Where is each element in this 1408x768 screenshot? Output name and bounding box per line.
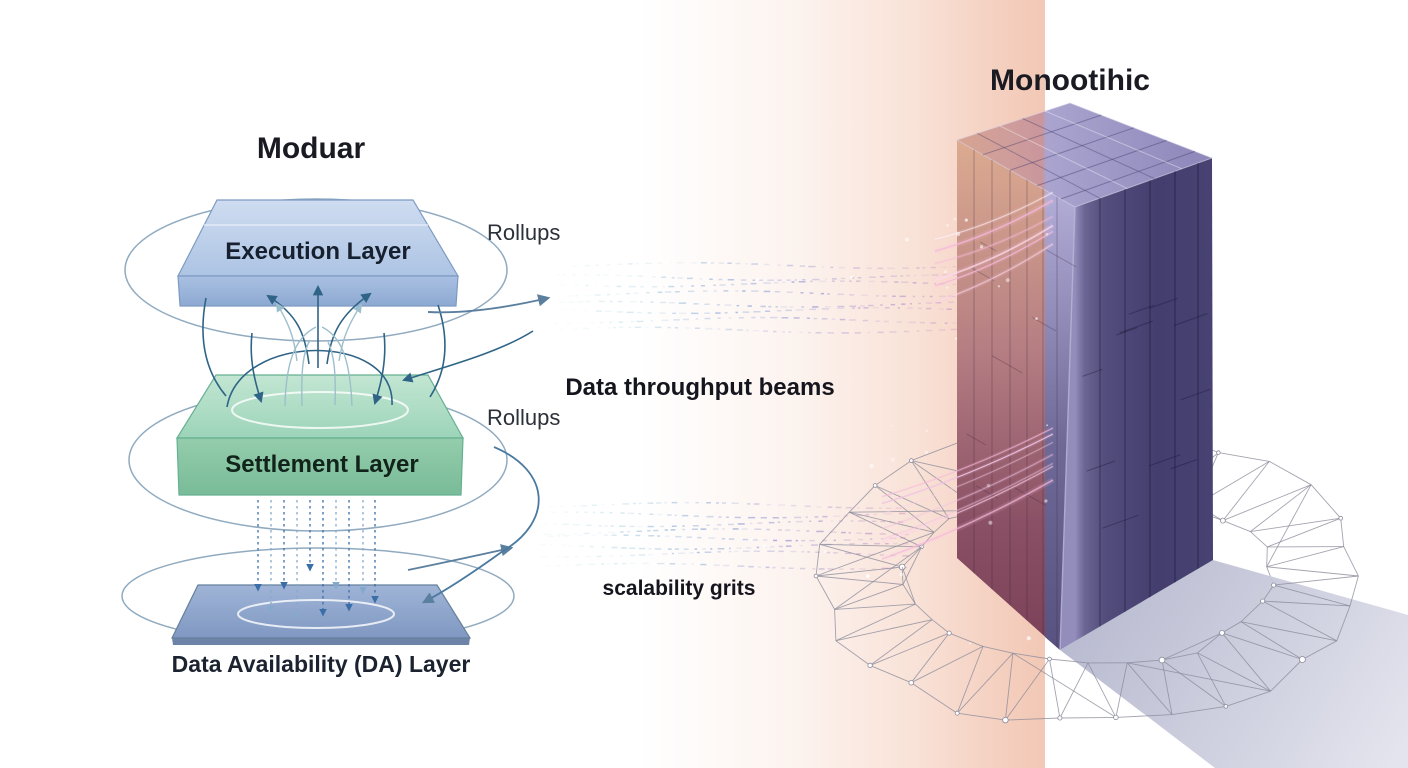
- rollup-arrows: [407, 294, 551, 604]
- sparkle-particles: [865, 217, 1049, 645]
- monolith-brick-texture: [966, 110, 1211, 648]
- da-layer-slab: [171, 584, 472, 645]
- monolithic-title: Monootihic: [990, 64, 1150, 97]
- settlement-layer-label: Settlement Layer: [225, 451, 419, 478]
- beam-impact-streaks: [881, 190, 1055, 562]
- execution-orbit-ellipse: [124, 198, 508, 342]
- scalability-grids-label: scalability grits: [602, 577, 756, 600]
- return-to-da-arrow: [421, 446, 540, 604]
- rollups-bottom-label: Rollups: [487, 405, 561, 430]
- monolith-tower: [955, 102, 1214, 651]
- da-layer-label: Data Availability (DA) Layer: [171, 651, 471, 677]
- rollups-top-label: Rollups: [487, 220, 561, 245]
- execution-layer-label: Execution Layer: [225, 238, 411, 265]
- monolith-front-edge-highlight: [1059, 206, 1076, 651]
- rollups-bottom-arrow: [407, 544, 514, 571]
- modular-stack-diagram: [121, 198, 551, 645]
- data-throughput-beams: [538, 260, 959, 570]
- interlayer-flow-arrows: [202, 284, 534, 408]
- wireframe-torus-front: [813, 546, 1359, 724]
- data-throughput-beams-label: Data throughput beams: [565, 374, 835, 401]
- rollups-top-arrow: [427, 294, 551, 314]
- settlement-to-da-dashed-arrows: [254, 500, 379, 620]
- settlement-layer-slab: [175, 374, 465, 496]
- modular-title: Moduar: [256, 132, 366, 165]
- monolith-left-face-sliver: [1045, 190, 1075, 650]
- monolith-top-face: [955, 102, 1214, 208]
